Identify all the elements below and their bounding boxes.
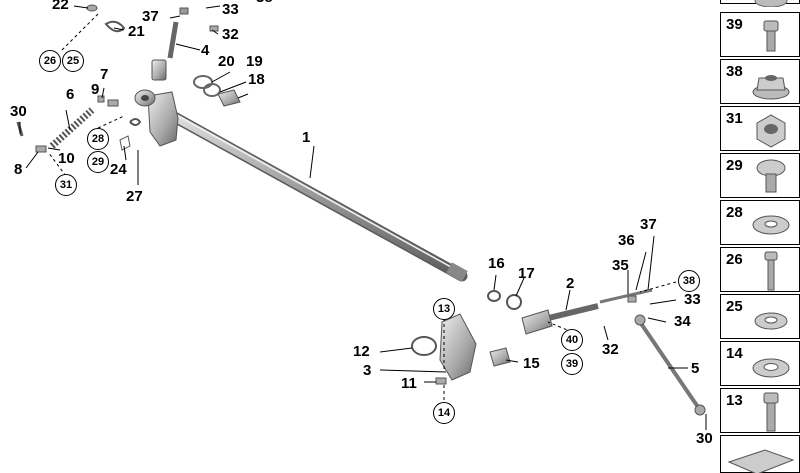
legend-number: 26	[726, 251, 743, 268]
small-fasteners	[16, 4, 219, 153]
washer-icon	[754, 312, 788, 330]
circled-31: 31	[55, 174, 77, 196]
legend-cell-39: 39	[720, 12, 800, 57]
legend-number: 14	[726, 345, 743, 362]
o-rings-19-20	[193, 75, 221, 97]
callout-3: 3	[363, 362, 372, 379]
legend-number: 31	[726, 110, 743, 127]
callout-12: 12	[353, 343, 370, 360]
callout-5: 5	[691, 360, 700, 377]
circled-39: 39	[561, 353, 583, 375]
callout-21: 21	[128, 23, 145, 40]
circled-40: 40	[561, 329, 583, 351]
callout-11: 11	[401, 375, 417, 392]
callout-17: 17	[518, 265, 535, 282]
callout-9: 9	[91, 81, 100, 98]
callout-32-top: 32	[222, 26, 239, 43]
callout-33-top: 33	[222, 1, 239, 18]
callout-6: 6	[66, 86, 75, 103]
callout-30-right: 30	[696, 430, 713, 447]
callout-2: 2	[566, 275, 575, 292]
washer-icon	[752, 358, 790, 378]
callout-10: 10	[58, 150, 75, 167]
callout-16: 16	[488, 255, 505, 272]
circled-29: 29	[87, 151, 109, 173]
legend-number: 38	[726, 63, 743, 80]
mount-bracket-3	[411, 313, 511, 385]
round-head-bolt-icon	[756, 159, 786, 193]
selector-rod-2	[487, 290, 599, 335]
dashed-leaders	[47, 13, 677, 400]
legend-cell-25: 25	[720, 294, 800, 339]
legend-cell-top-partial	[720, 0, 800, 7]
nut-icon	[754, 0, 788, 7]
callout-24: 24	[110, 161, 127, 178]
callout-19: 19	[246, 53, 263, 70]
washer-icon	[752, 215, 790, 235]
parts-legend: 39 38 31 29 28 26	[718, 0, 800, 473]
bolt-icon	[763, 392, 779, 432]
callout-35: 35	[612, 257, 629, 274]
bushing-4	[151, 7, 189, 81]
bolt-icon	[763, 20, 779, 52]
circled-38: 38	[678, 270, 700, 292]
legend-number: 39	[726, 16, 743, 33]
callout-7: 7	[100, 66, 109, 83]
legend-number: 13	[726, 392, 743, 409]
legend-cell-28: 28	[720, 200, 800, 245]
legend-cell-38: 38	[720, 59, 800, 104]
legend-number: 29	[726, 157, 743, 174]
legend-cell-29: 29	[720, 153, 800, 198]
callout-20: 20	[218, 53, 235, 70]
callout-37-top: 37	[142, 8, 159, 25]
circled-25: 25	[62, 50, 84, 72]
callout-18: 18	[248, 71, 265, 88]
callout-37-right: 37	[640, 216, 657, 233]
leader-lines	[19, 5, 707, 430]
callout-34: 34	[674, 313, 691, 330]
flange-nut-icon	[752, 75, 790, 100]
callout-15: 15	[523, 355, 540, 372]
spring-6	[49, 107, 95, 149]
callout-32-right: 32	[602, 341, 619, 358]
legend-cell-14: 14	[720, 341, 800, 386]
legend-cell-31: 31	[720, 106, 800, 151]
diagram-drawing	[16, 4, 707, 430]
callout-27: 27	[126, 188, 143, 205]
shift-rod-bracket	[134, 89, 179, 147]
circled-28: 28	[87, 128, 109, 150]
circled-26: 26	[39, 50, 61, 72]
callout-8: 8	[14, 161, 23, 178]
hex-nut-icon	[756, 114, 786, 148]
callout-1: 1	[302, 129, 311, 146]
callout-33-right: 33	[684, 291, 701, 308]
callout-22: 22	[52, 0, 69, 13]
linkage-rod-5	[599, 288, 706, 416]
shift-rod	[152, 102, 468, 282]
long-bolt-icon	[764, 251, 778, 291]
circled-13: 13	[433, 298, 455, 320]
bushing-18	[217, 89, 241, 107]
legend-number: 25	[726, 298, 743, 315]
legend-cell-26: 26	[720, 247, 800, 292]
legend-cell-13: 13	[720, 388, 800, 433]
legend-number: 28	[726, 204, 743, 221]
callout-4: 4	[201, 42, 210, 59]
circled-14: 14	[433, 402, 455, 424]
bracket-plate-icon	[727, 449, 795, 473]
callout-38-top: 38	[256, 0, 273, 5]
legend-cell-bottom	[720, 435, 800, 473]
callout-30-left: 30	[10, 103, 27, 120]
callout-36: 36	[618, 232, 635, 249]
